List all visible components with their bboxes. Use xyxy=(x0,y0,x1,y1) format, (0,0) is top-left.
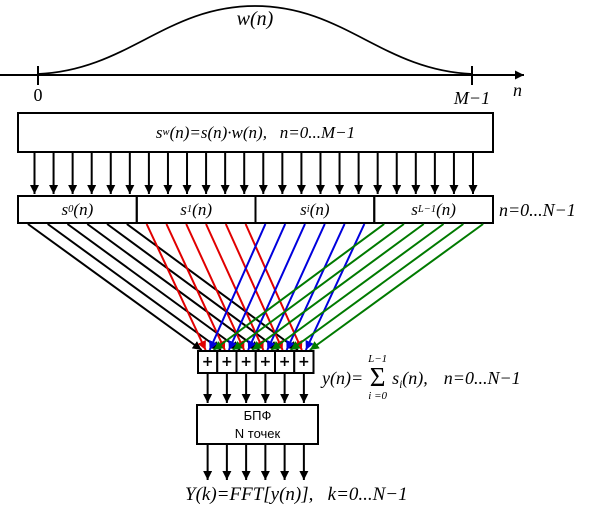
output-formula: Y(k)=FFT[y(n)], k=0...N−1 xyxy=(185,484,408,505)
sum-term-rest: (n), xyxy=(402,367,428,388)
adder-plus-label: + xyxy=(259,354,272,370)
segment-row-range-label: n=0...N−1 xyxy=(499,199,576,220)
axis-tick-zero: 0 xyxy=(33,85,43,105)
sigma-stack: L−1 Σ i =0 xyxy=(368,354,387,402)
window-function-label: w(n) xyxy=(236,8,274,30)
sum-term: si(n), xyxy=(392,367,428,391)
adder-plus-label: + xyxy=(298,354,310,370)
sum-formula: y(n)= L−1 Σ i =0 si(n), n=0...N−1 xyxy=(322,350,521,406)
axis-tick-m-minus-1: M−1 xyxy=(453,88,491,108)
fft-box-line1: БПФ xyxy=(243,407,272,423)
adder-plus-label: + xyxy=(240,354,252,370)
sum-term-sub: i xyxy=(399,378,403,391)
sum-formula-lhs: y(n)= xyxy=(322,367,364,388)
sum-term-base: s xyxy=(392,367,400,388)
windowing-formula-rest: (n)=s(n)·w(n), n=0...M−1 xyxy=(169,122,356,142)
fft-box-label: БПФ N точек xyxy=(197,405,318,444)
fft-box-line2: N точек xyxy=(234,425,281,441)
sigma-lower-limit: i =0 xyxy=(368,389,388,402)
sum-range: n=0...N−1 xyxy=(443,367,521,388)
adder-plus-label: + xyxy=(221,354,233,370)
sigma-icon: Σ xyxy=(369,362,386,393)
adder-plus-label: + xyxy=(201,354,214,370)
sigma-upper-limit: L−1 xyxy=(368,353,388,366)
axis-label-n: n xyxy=(513,80,522,100)
windowing-formula-base: s xyxy=(155,122,163,142)
adder-plus-label: + xyxy=(278,354,291,370)
